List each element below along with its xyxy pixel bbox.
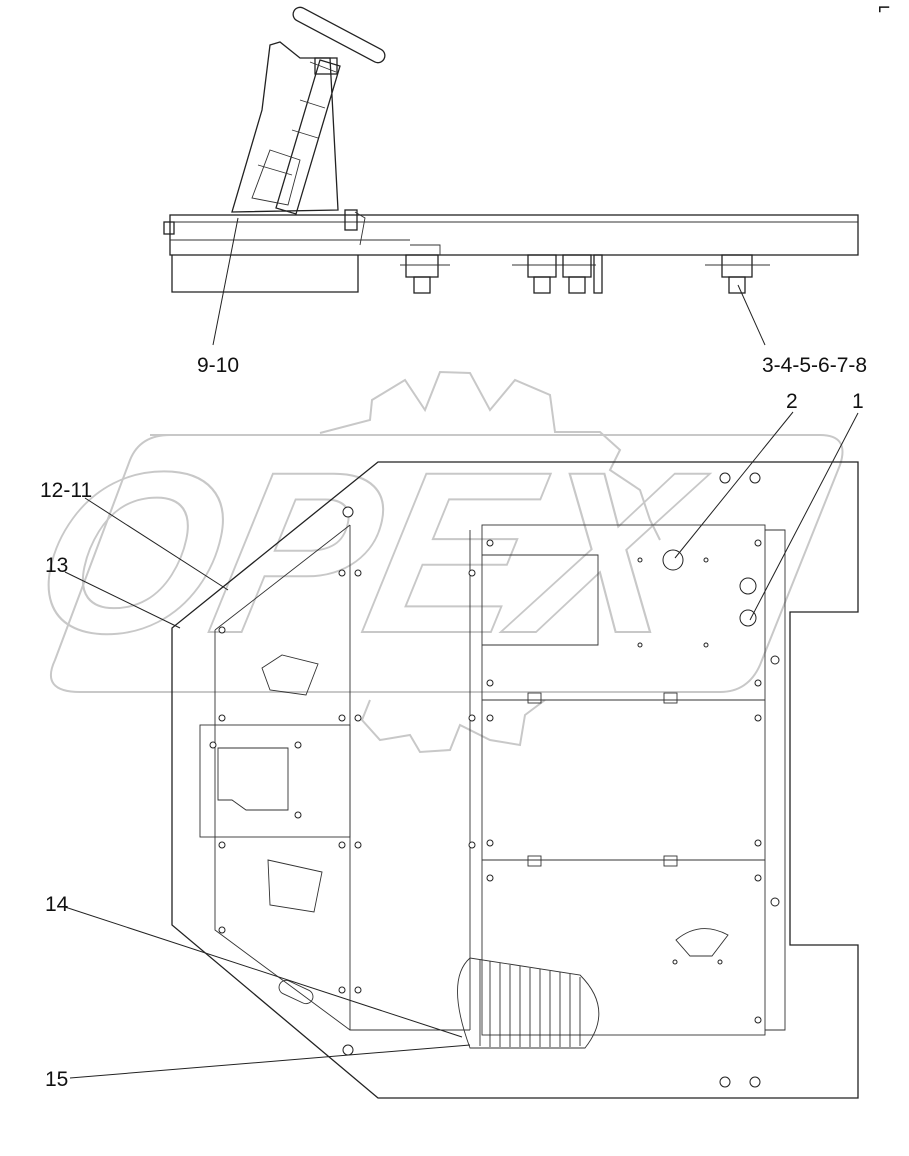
leader-13 bbox=[64, 571, 181, 629]
watermark-bubble bbox=[49, 434, 844, 693]
panel-step bbox=[482, 554, 599, 646]
frame-beam bbox=[169, 214, 859, 256]
floor-plan-view bbox=[171, 461, 859, 1099]
steering-wheel bbox=[292, 6, 386, 64]
right-main-panel bbox=[481, 524, 766, 1036]
leader-9-10 bbox=[212, 217, 239, 346]
rubber-mount-4 bbox=[705, 254, 770, 294]
lower-housing bbox=[171, 255, 359, 293]
right-main-panel-inner bbox=[765, 529, 786, 1031]
callout-12-11: 12-11 bbox=[40, 479, 92, 502]
rubber-mount-2 bbox=[512, 254, 596, 294]
callout-14: 14 bbox=[45, 893, 69, 916]
callout-2: 2 bbox=[786, 390, 798, 413]
left-bracket bbox=[163, 221, 175, 235]
leader-lines bbox=[64, 217, 859, 1079]
callout-1: 1 bbox=[852, 390, 864, 413]
outer-floor-outline bbox=[171, 461, 859, 1099]
side-view-assembly bbox=[163, 6, 859, 294]
beam-bolt bbox=[344, 209, 358, 231]
rubber-mount-3 bbox=[562, 254, 592, 294]
floor-plate-cutout bbox=[217, 747, 289, 811]
panel-tab-1 bbox=[527, 692, 542, 704]
column-details bbox=[251, 61, 337, 206]
hatched-floor-pad bbox=[457, 957, 600, 1049]
floor-plate-center bbox=[199, 724, 351, 838]
watermark-text: OPEX bbox=[15, 424, 721, 681]
leader-15 bbox=[69, 1044, 471, 1079]
beam-bracket bbox=[354, 211, 441, 255]
column-clamp bbox=[314, 57, 338, 75]
mount-plate bbox=[593, 254, 603, 294]
bolt-holes bbox=[209, 472, 780, 1088]
watermark-logo: OPEX bbox=[14, 370, 844, 754]
leader-12-11 bbox=[84, 497, 229, 591]
lower-access-cover bbox=[267, 859, 323, 913]
panel-tab-3 bbox=[527, 855, 542, 867]
callout-labels: 9-10 3-4-5-6-7-8 2 1 12-11 13 14 15 bbox=[40, 354, 867, 1091]
panel-tab-2 bbox=[663, 692, 678, 704]
leader-1 bbox=[749, 412, 859, 621]
leader-14 bbox=[64, 906, 463, 1038]
watermark-gear-outline bbox=[319, 370, 661, 754]
corner-mark: ⌐ bbox=[878, 0, 890, 19]
panel-tab-4 bbox=[663, 855, 678, 867]
left-panel bbox=[214, 524, 470, 1031]
leader-3-8 bbox=[737, 284, 766, 346]
steering-column bbox=[231, 41, 341, 215]
pedal-slot bbox=[675, 928, 729, 957]
leader-2 bbox=[674, 411, 794, 559]
callout-13: 13 bbox=[45, 554, 68, 577]
callout-15: 15 bbox=[45, 1068, 68, 1091]
callout-9-10: 9-10 bbox=[197, 354, 239, 377]
rubber-mount-1 bbox=[400, 254, 450, 294]
side-slot bbox=[278, 979, 314, 1005]
upper-access-cover bbox=[261, 654, 319, 696]
callout-3-4-5-6-7-8: 3-4-5-6-7-8 bbox=[762, 354, 867, 377]
